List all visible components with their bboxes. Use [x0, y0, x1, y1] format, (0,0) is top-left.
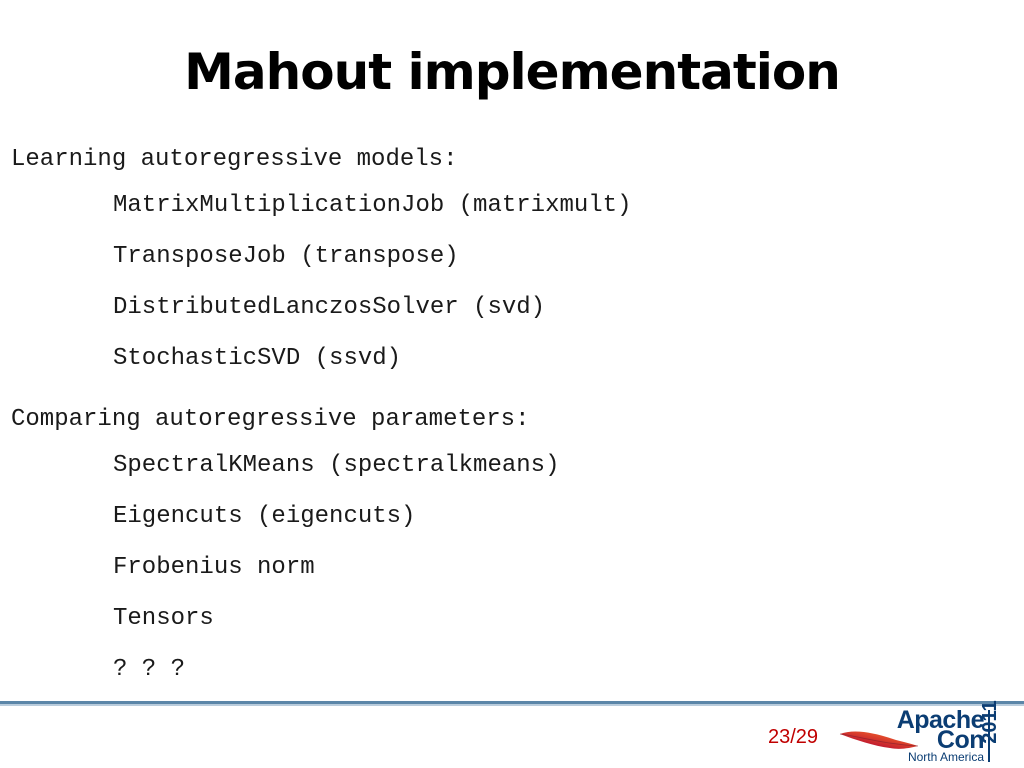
logo-apache-text: Apache [896, 706, 985, 734]
logo-year-box: 2011 [979, 700, 1016, 762]
logo-wordmark: Apache Con North America [878, 706, 985, 764]
list-item: ? ? ? [113, 656, 186, 683]
page-number: 23/29 [768, 726, 819, 748]
list-item: StochasticSVD (ssvd) [113, 345, 402, 372]
footer-divider-line [0, 701, 1024, 704]
list-item: MatrixMultiplicationJob (matrixmult) [113, 192, 632, 219]
section-learning: Learning autoregressive models: MatrixMu… [11, 140, 1011, 384]
slide-title: Mahout implementation [184, 43, 841, 101]
feather-icon [839, 731, 918, 749]
section-comparing: Comparing autoregressive parameters: Spe… [11, 400, 1011, 695]
list-item: SpectralKMeans (spectralkmeans) [113, 452, 560, 479]
list-item: DistributedLanczosSolver (svd) [113, 294, 546, 321]
section-heading: Learning autoregressive models: [11, 146, 458, 173]
list-item: Tensors [113, 605, 214, 632]
logo-year-text: 2011 [979, 700, 1001, 744]
list-item: Frobenius norm [113, 554, 315, 581]
footer-divider [0, 701, 1024, 707]
slide-body: Learning autoregressive models: MatrixMu… [11, 140, 1011, 695]
list-item: TransposeJob (transpose) [113, 243, 459, 270]
logo-region-text: North America [907, 750, 984, 764]
section-heading: Comparing autoregressive parameters: [11, 406, 530, 433]
apachecon-logo: Apache Con North America 2011 [838, 700, 1020, 764]
logo-con-text: Con [936, 726, 985, 754]
footer-divider-shadow [0, 704, 1024, 706]
list-item: Eigencuts (eigencuts) [113, 503, 416, 530]
